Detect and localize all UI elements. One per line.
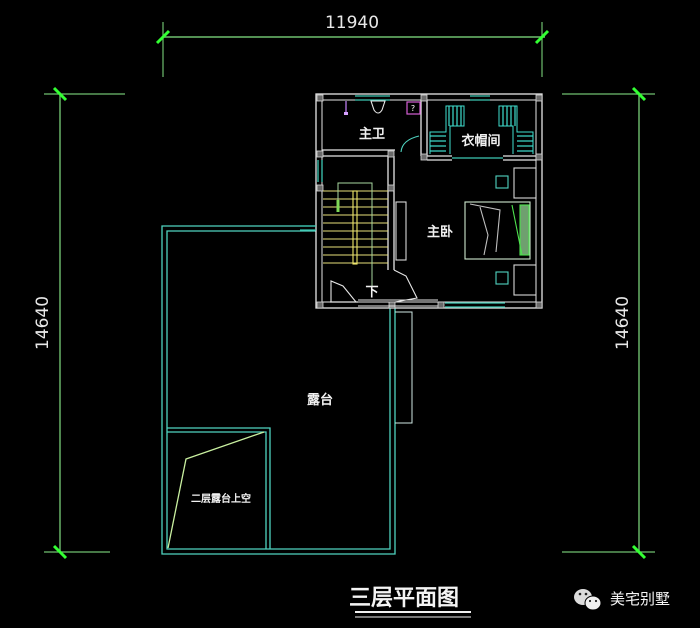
structural-columns	[316, 94, 543, 309]
dimension-right-label: 14640	[613, 296, 633, 350]
master-bath-fixtures: ?	[344, 100, 421, 153]
cloakroom-wardrobes	[429, 105, 534, 154]
dimension-left: 14640	[33, 86, 125, 560]
dimension-top-label: 11940	[325, 13, 379, 33]
drawing-title: 三层平面图	[349, 586, 471, 618]
room-label-void-below: 二层露台上空	[191, 492, 251, 505]
svg-text:?: ?	[411, 104, 415, 113]
bed-icon	[464, 201, 531, 260]
room-label-cloakroom: 衣帽间	[461, 133, 500, 149]
bedroom-furniture	[395, 167, 537, 296]
watermark: 美宅别墅	[574, 589, 670, 611]
dimension-left-label: 14640	[33, 296, 53, 350]
room-label-master-bedroom: 主卧	[427, 224, 453, 240]
terrace-outline	[161, 225, 413, 555]
windows	[317, 95, 505, 308]
void-diagonal	[167, 431, 265, 549]
toilet-icon	[370, 100, 386, 114]
watermark-text: 美宅别墅	[610, 590, 670, 608]
bath-door-arc	[400, 135, 420, 153]
drawing-title-text: 三层平面图	[349, 586, 459, 611]
stair-down-label: 下	[365, 285, 378, 300]
wechat-icon	[574, 589, 602, 611]
dimension-top: 11940	[155, 13, 550, 77]
sink-icon	[406, 101, 421, 115]
dimension-right: 14640	[562, 86, 655, 560]
staircase	[323, 182, 438, 307]
walls	[315, 93, 543, 309]
room-label-master-bath: 主卫	[359, 126, 385, 142]
room-label-terrace: 露台	[307, 392, 333, 408]
wall-stub-left	[300, 225, 316, 231]
